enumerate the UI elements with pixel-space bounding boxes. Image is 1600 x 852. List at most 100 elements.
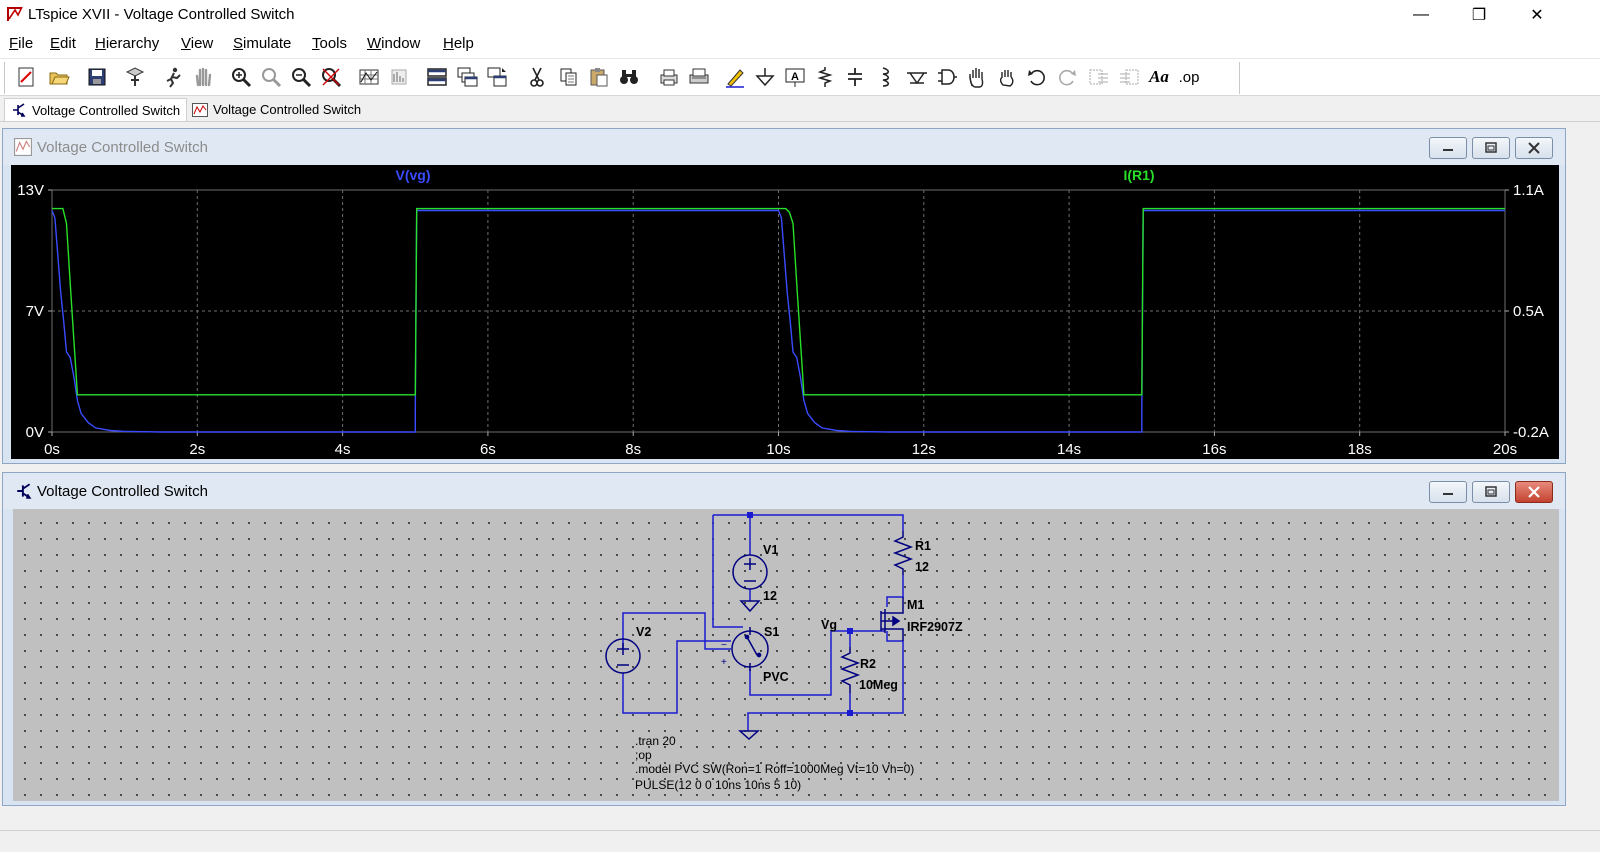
- new-schematic-button[interactable]: [14, 64, 40, 90]
- paste-button[interactable]: [586, 64, 612, 90]
- menu-tools[interactable]: Tools: [312, 35, 348, 52]
- voltage-source-v2[interactable]: [605, 638, 641, 674]
- component-labels: V1 12 V2 S1 PVC R1 12 M1 IRF2907Z R2 10M…: [636, 539, 963, 692]
- cascade-button[interactable]: [454, 64, 480, 90]
- text-button[interactable]: Aa: [1146, 64, 1172, 90]
- schematic-window-caption[interactable]: Voltage Controlled Switch: [3, 473, 1565, 509]
- ltspice-logo-icon: [7, 6, 23, 21]
- halt-button[interactable]: [190, 64, 216, 90]
- schematic-window: Voltage Controlled Switch: [2, 472, 1566, 806]
- ground-button[interactable]: [752, 64, 778, 90]
- cut-icon: [530, 67, 544, 87]
- cut-button[interactable]: [524, 64, 550, 90]
- drag-button[interactable]: [994, 64, 1020, 90]
- menu-file[interactable]: File: [9, 35, 34, 52]
- junctions: [747, 512, 853, 716]
- rotate-button[interactable]: [1086, 64, 1112, 90]
- new-schematic-icon: [18, 67, 34, 87]
- y-right-tick-label: -0.2A: [1513, 424, 1549, 441]
- print-button[interactable]: [686, 64, 712, 90]
- zoom-out-button[interactable]: [288, 64, 314, 90]
- r1-value: 12: [915, 560, 929, 574]
- x-tick-label: 4s: [335, 441, 351, 458]
- waveform-minimize-button[interactable]: [1429, 137, 1467, 159]
- schematic-icon: [17, 483, 32, 499]
- tile-vertical-button[interactable]: [484, 64, 510, 90]
- tab-waveform[interactable]: Voltage Controlled Switch: [186, 98, 367, 121]
- label-net-button[interactable]: A: [782, 64, 808, 90]
- menu-simulate[interactable]: Simulate: [233, 35, 292, 52]
- zoom-in-button[interactable]: [228, 64, 254, 90]
- title-bar: LTspice XVII - Voltage Controlled Switch…: [0, 0, 1600, 30]
- print-setup-button[interactable]: [656, 64, 682, 90]
- find-icon: [620, 70, 638, 84]
- menu-edit[interactable]: Edit: [50, 35, 76, 52]
- series-label: I(R1): [1123, 167, 1154, 183]
- close-button[interactable]: ✕: [1514, 0, 1560, 30]
- capacitor-button[interactable]: [842, 64, 868, 90]
- zoom-fit-button[interactable]: [318, 64, 344, 90]
- save-button[interactable]: [84, 64, 110, 90]
- find-button[interactable]: [616, 64, 642, 90]
- directive-tran: .tran 20: [635, 734, 676, 748]
- resistor-r1[interactable]: [892, 531, 914, 575]
- print-setup-icon: [660, 69, 678, 86]
- status-bar: [0, 830, 1600, 852]
- schematic-canvas[interactable]: V1 12 V2 S1 PVC R1 12 M1 IRF2907Z R2 10M…: [13, 509, 1559, 801]
- paste-icon: [590, 68, 608, 87]
- tab-schematic[interactable]: Voltage Controlled Switch: [4, 98, 188, 121]
- y-left-tick-label: 13V: [17, 182, 44, 199]
- draw-wire-button[interactable]: [722, 64, 748, 90]
- minimize-button[interactable]: —: [1398, 0, 1444, 30]
- waveform-close-button[interactable]: [1515, 137, 1553, 159]
- r2-value: 10Meg: [859, 678, 898, 692]
- label-net-icon: A: [785, 68, 805, 87]
- schematic-maximize-button[interactable]: [1472, 481, 1510, 503]
- restore-icon: ❐: [1471, 7, 1487, 24]
- menu-view[interactable]: View: [181, 35, 214, 52]
- diode-button[interactable]: [904, 64, 930, 90]
- waveform-maximize-button[interactable]: [1472, 137, 1510, 159]
- menu-window[interactable]: Window: [367, 35, 421, 52]
- wire: [713, 514, 904, 531]
- schematic-close-button[interactable]: [1515, 481, 1553, 503]
- spice-directive-button[interactable]: .op: [1176, 64, 1202, 90]
- tile-horizontal-button[interactable]: [424, 64, 450, 90]
- resistor-button[interactable]: [812, 64, 838, 90]
- mirror-icon: [1120, 69, 1139, 85]
- wire: [712, 515, 743, 628]
- waveform-icon: [14, 138, 32, 156]
- schematic-minimize-button[interactable]: [1429, 481, 1467, 503]
- maximize-button[interactable]: ❐: [1456, 0, 1502, 30]
- fft-button[interactable]: [386, 64, 412, 90]
- move-button[interactable]: [964, 64, 990, 90]
- menu-hierarchy[interactable]: Hierarchy: [95, 35, 160, 52]
- zoom-in-icon: [232, 68, 252, 88]
- menu-help[interactable]: Help: [443, 35, 474, 52]
- save-icon: [88, 68, 106, 86]
- spice-directives[interactable]: .tran 20 ;op .model PVC SW(Ron=1 Roff=10…: [635, 734, 914, 792]
- pmos-m1[interactable]: [880, 597, 904, 641]
- waveform-window-caption[interactable]: Voltage Controlled Switch: [3, 129, 1565, 165]
- voltage-source-v1[interactable]: [732, 554, 768, 613]
- zoom-pan-button[interactable]: [258, 64, 284, 90]
- components: [605, 531, 914, 741]
- resistor-r2[interactable]: [839, 647, 861, 693]
- undo-button[interactable]: [1024, 64, 1050, 90]
- copy-button[interactable]: [556, 64, 582, 90]
- component-button[interactable]: [934, 64, 960, 90]
- autorange-button[interactable]: [356, 64, 382, 90]
- spice-directive-icon: .op: [1178, 68, 1200, 86]
- open-button[interactable]: [46, 64, 72, 90]
- tile-vertical-icon: [487, 67, 507, 87]
- run-button[interactable]: [160, 64, 186, 90]
- redo-button[interactable]: [1054, 64, 1080, 90]
- halt-icon: [195, 67, 212, 87]
- inductor-button[interactable]: [872, 64, 898, 90]
- control-panel-button[interactable]: [122, 64, 148, 90]
- mirror-button[interactable]: [1116, 64, 1142, 90]
- x-tick-label: 8s: [625, 441, 641, 458]
- voltage-controlled-switch-s1[interactable]: [731, 627, 769, 671]
- schematic-icon: [13, 103, 26, 117]
